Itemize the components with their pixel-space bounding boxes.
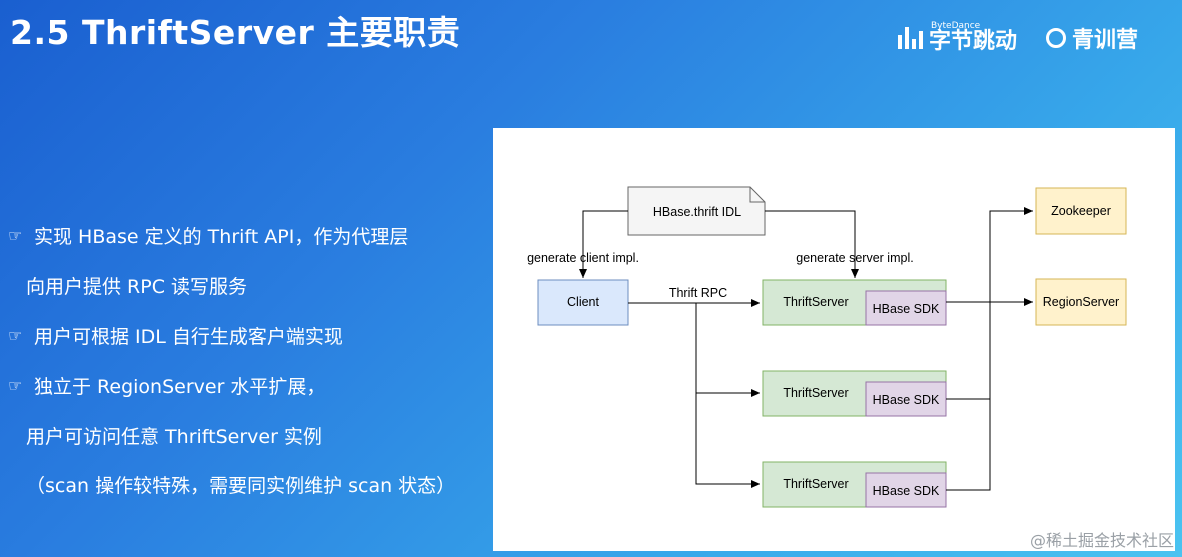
- rpc-label: Thrift RPC: [669, 286, 727, 300]
- edge-client-to-ts2: [695, 303, 760, 397]
- regionserver-node: RegionServer: [1035, 278, 1127, 326]
- thriftserver-label: ThriftServer: [783, 477, 848, 491]
- bullet-text: 用户可访问任意 ThriftServer 实例: [26, 426, 322, 448]
- bullet-continuation: 向用户提供 RPC 读写服务: [26, 272, 247, 299]
- bullet-item: ☞ 实现 HBase 定义的 Thrift API，作为代理层: [8, 222, 408, 249]
- pointing-hand-icon: ☞: [8, 326, 23, 345]
- bullet-continuation: （scan 操作较特殊，需要同实例维护 scan 状态）: [26, 471, 455, 498]
- bullet-continuation: 用户可访问任意 ThriftServer 实例: [26, 422, 322, 449]
- architecture-diagram: HBase.thrift IDL generate client impl. g…: [527, 186, 1127, 508]
- bullet-item: ☞ 独立于 RegionServer 水平扩展，: [8, 372, 325, 399]
- bullet-text: 独立于 RegionServer 水平扩展，: [34, 376, 326, 398]
- thriftserver-node: ThriftServer HBase SDK: [762, 370, 947, 417]
- zookeeper-node: Zookeeper: [1035, 187, 1127, 235]
- hbase-sdk-label: HBase SDK: [873, 302, 940, 316]
- qingxunying-label: 青训营: [1072, 28, 1139, 53]
- pointing-hand-icon: ☞: [8, 226, 23, 245]
- thriftserver-label: ThriftServer: [783, 386, 848, 400]
- qingxunying-icon: [1046, 28, 1066, 48]
- architecture-diagram-panel: HBase.thrift IDL generate client impl. g…: [493, 128, 1175, 551]
- idl-document: HBase.thrift IDL: [627, 186, 766, 236]
- client-impl-label: generate client impl.: [527, 251, 639, 265]
- regionserver-label: RegionServer: [1043, 295, 1119, 309]
- hbase-sdk-label: HBase SDK: [873, 484, 940, 498]
- bytedance-bars-icon: [898, 26, 923, 49]
- edge-sdk3-to-zookeeper: [946, 207, 1033, 491]
- bullet-text: （scan 操作较特殊，需要同实例维护 scan 状态）: [26, 475, 456, 497]
- bullet-text: 用户可根据 IDL 自行生成客户端实现: [34, 326, 343, 348]
- slide-title: 2.5 ThriftServer 主要职责: [10, 13, 461, 52]
- pointing-hand-icon: ☞: [8, 376, 23, 395]
- thriftserver-node: ThriftServer HBase SDK: [762, 279, 947, 326]
- client-label: Client: [567, 295, 599, 309]
- server-impl-label: generate server impl.: [796, 251, 913, 265]
- bullet-item: ☞ 用户可根据 IDL 自行生成客户端实现: [8, 322, 343, 349]
- qingxunying-logo: 青训营: [1046, 22, 1138, 54]
- edge-idl-to-server: [765, 210, 859, 278]
- bullet-text: 向用户提供 RPC 读写服务: [26, 276, 248, 298]
- client-node: Client: [537, 279, 629, 326]
- idl-document-label: HBase.thrift IDL: [653, 205, 741, 219]
- hbase-sdk-label: HBase SDK: [873, 393, 940, 407]
- zookeeper-label: Zookeeper: [1051, 204, 1111, 218]
- bullet-text: 实现 HBase 定义的 Thrift API，作为代理层: [34, 226, 409, 248]
- thriftserver-label: ThriftServer: [783, 295, 848, 309]
- edge-client-to-ts3: [695, 393, 760, 488]
- bytedance-cn-label: 字节跳动: [929, 29, 1018, 54]
- source-watermark: @稀土掘金技术社区: [1029, 531, 1174, 550]
- bytedance-logo: ByteDance 字节跳动: [898, 22, 1017, 53]
- edge-idl-to-client: [579, 210, 628, 278]
- thriftserver-node: ThriftServer HBase SDK: [762, 461, 947, 508]
- bytedance-en-label: ByteDance: [931, 21, 981, 31]
